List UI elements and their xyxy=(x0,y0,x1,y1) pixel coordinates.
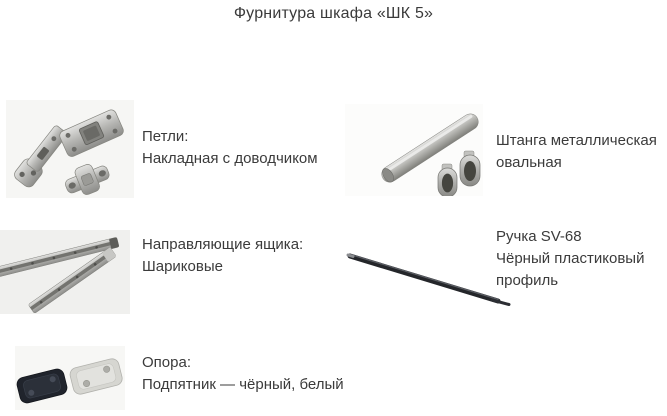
hinge-icon xyxy=(14,109,124,195)
hinges-label-line-2: Накладная с доводчиком xyxy=(142,150,318,167)
handle-label-line-1: Ручка SV-68 xyxy=(496,228,582,245)
slides-label-line-1: Направляющие ящика: xyxy=(142,236,304,253)
handle-label-line-3: профиль xyxy=(496,272,559,289)
support-white-icon xyxy=(69,358,123,395)
handle-label-line-2: Чёрный пластиковый xyxy=(496,250,645,267)
hinges-label-line-1: Петли: xyxy=(142,128,189,145)
slides-icon xyxy=(0,237,119,314)
slides-label-line-2: Шариковые xyxy=(142,258,223,275)
hinges-label: Петли: Накладная с доводчиком xyxy=(142,126,318,170)
hinge-photo xyxy=(6,100,134,198)
handle-icon xyxy=(346,253,511,306)
rod-label-line-2: овальная xyxy=(496,154,562,171)
supports-label-line-2: Подпятник — чёрный, белый xyxy=(142,376,344,393)
handle-label: Ручка SV-68 Чёрный пластиковый профиль xyxy=(496,226,644,292)
rod-label-line-1: Штанга металлическая xyxy=(496,132,657,149)
supports-label-line-1: Опора: xyxy=(142,354,191,371)
rod-label: Штанга металлическая овальная xyxy=(496,130,657,174)
supports-photo xyxy=(15,346,125,410)
supports-label: Опора: Подпятник — чёрный, белый xyxy=(142,352,344,396)
page-title: Фурнитура шкафа «ШК 5» xyxy=(233,5,434,22)
rod-photo xyxy=(345,104,483,196)
support-black-icon xyxy=(16,368,68,404)
supports-icon xyxy=(16,358,123,404)
slides-label: Направляющие ящика: Шариковые xyxy=(142,234,303,278)
slides-photo xyxy=(0,230,130,314)
rod-icon xyxy=(381,113,481,196)
handle-photo xyxy=(340,247,515,309)
rod-holder-icon xyxy=(459,150,481,187)
rod-holder-icon xyxy=(437,163,458,196)
